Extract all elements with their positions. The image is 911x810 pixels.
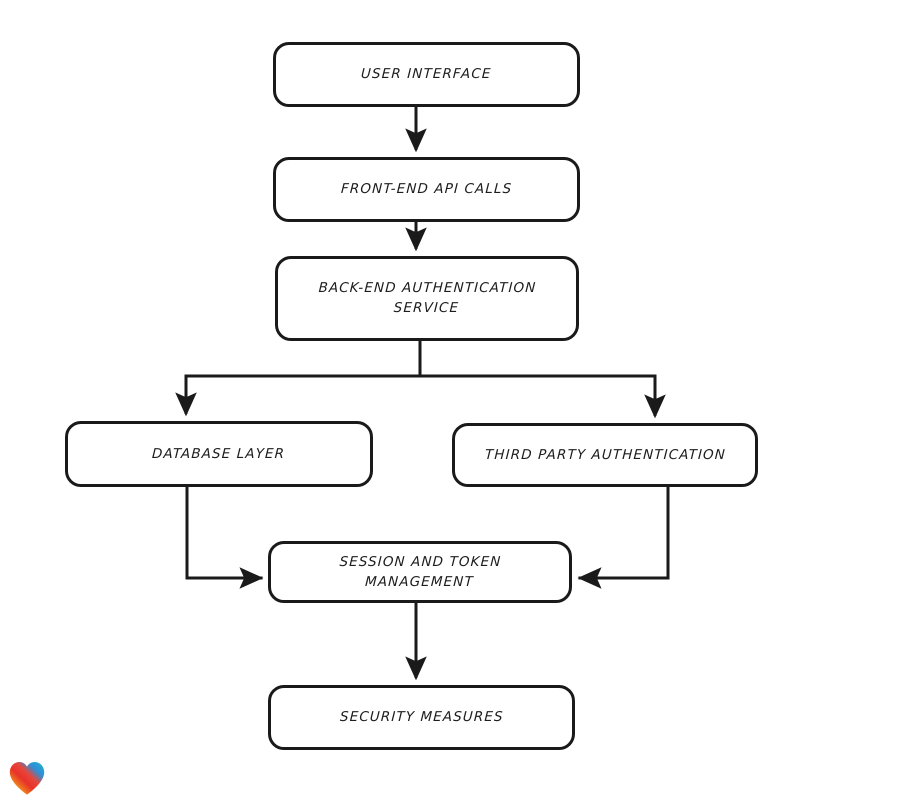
node-third-party-auth[interactable]: Third Party Authentication: [452, 423, 758, 487]
node-user-interface[interactable]: User Interface: [273, 42, 580, 107]
edge-third-party-to-session: [577, 485, 670, 589]
node-session-token-management[interactable]: Session and Token Management: [268, 541, 572, 603]
node-label-front-end-api-calls: Front-End API Calls: [340, 181, 513, 198]
node-label-back-end-auth-service: Back-End Authentication Service: [318, 280, 537, 317]
node-label-database-layer: Database Layer: [152, 445, 286, 462]
heart-icon: [9, 761, 45, 795]
node-security-measures[interactable]: Security Measures: [268, 685, 575, 750]
node-label-security-measures: Security Measures: [339, 709, 504, 726]
node-label-session-token-management: Session and Token Management: [339, 553, 502, 590]
node-back-end-auth-service[interactable]: Back-End Authentication Service: [275, 256, 579, 341]
node-label-third-party-auth: Third Party Authentication: [484, 446, 726, 463]
node-database-layer[interactable]: Database Layer: [65, 421, 373, 487]
node-label-user-interface: User Interface: [360, 66, 493, 83]
edge-backend-split-bus: [184, 339, 657, 378]
node-front-end-api-calls[interactable]: Front-End API Calls: [273, 157, 580, 222]
edge-database-to-session: [185, 485, 264, 589]
